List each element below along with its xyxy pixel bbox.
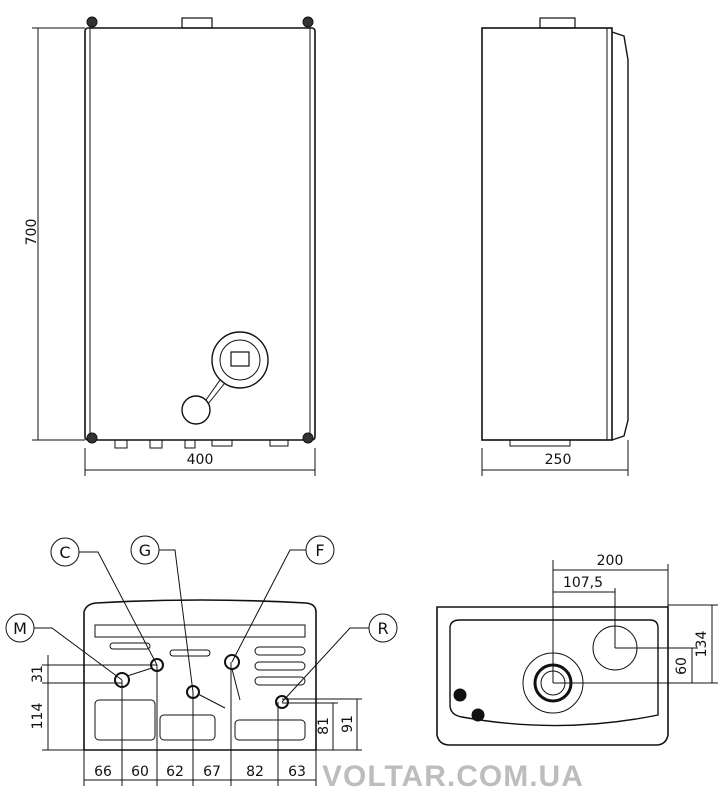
spacing-63: 63 <box>288 764 306 780</box>
dim-134: 134 <box>694 631 710 658</box>
spacing-67: 67 <box>203 764 221 780</box>
bottom-spacing-dims: 66 60 62 67 82 63 <box>83 662 317 786</box>
height-label: 700 <box>24 219 40 246</box>
spacing-82: 82 <box>246 764 264 780</box>
bottom-view: C G F M R 66 60 62 67 82 63 31 114 <box>5 535 398 786</box>
callout-f: F <box>315 541 324 560</box>
dim-114: 114 <box>30 703 46 730</box>
spacing-66: 66 <box>94 764 112 780</box>
callouts: C G F M R <box>5 535 398 703</box>
width-label: 400 <box>187 452 214 468</box>
spacing-60: 60 <box>131 764 149 780</box>
callout-m: M <box>13 619 27 638</box>
left-dims: 31 114 <box>30 655 157 751</box>
top-view: 200 107,5 134 60 <box>436 553 718 746</box>
front-view: 700 400 <box>24 16 316 476</box>
side-view: 250 <box>481 17 629 476</box>
callout-r: R <box>377 619 388 638</box>
dim-31: 31 <box>30 665 46 683</box>
right-dims: 81 91 <box>282 698 362 751</box>
dim-200: 200 <box>597 553 624 569</box>
watermark: VOLTAR.COM.UA <box>322 760 584 793</box>
dim-107-5: 107,5 <box>563 575 603 591</box>
dim-81: 81 <box>316 717 332 735</box>
dim-91: 91 <box>340 715 356 733</box>
callout-g: G <box>139 541 151 560</box>
dim-60: 60 <box>674 657 690 675</box>
callout-c: C <box>59 543 70 562</box>
spacing-62: 62 <box>166 764 184 780</box>
control-panel <box>181 331 269 425</box>
depth-label: 250 <box>545 452 572 468</box>
